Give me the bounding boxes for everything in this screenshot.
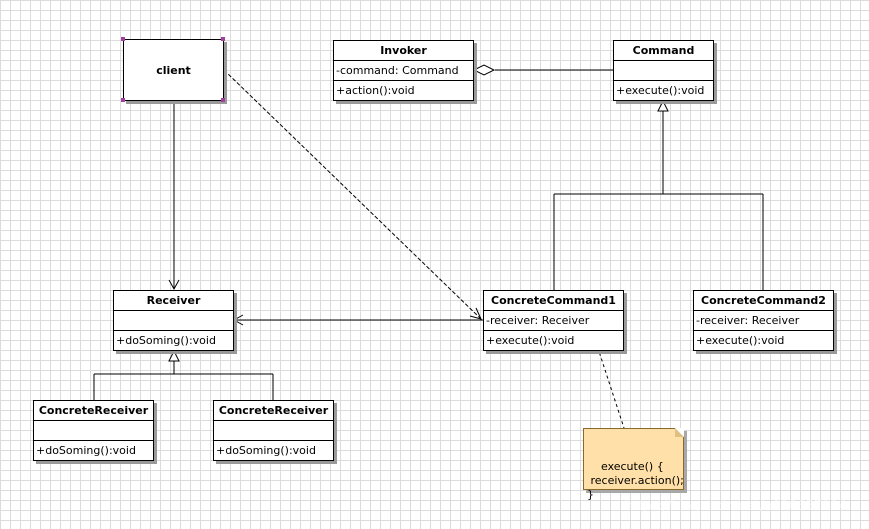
concrete-receiver-2-class[interactable]: ConcreteReceiver +doSoming():void — [213, 400, 334, 461]
note-folded-corner — [675, 428, 684, 437]
command-class-name: Command — [614, 41, 713, 61]
invoker-attribute: -command: Command — [334, 61, 473, 81]
note-anchor-line — [591, 329, 625, 429]
concrete-command-2-operation: +execute():void — [696, 334, 785, 347]
concrete-receiver-1-name: ConcreteReceiver — [34, 401, 153, 421]
client-receiver-arrowhead — [168, 279, 180, 291]
client-command1-arrowhead — [469, 307, 482, 320]
generalization-triangle-command — [657, 99, 669, 112]
receiver-class[interactable]: Receiver +doSoming():void — [113, 290, 234, 351]
receiver-class-name: Receiver — [114, 291, 233, 311]
generalization-triangle-receiver — [168, 349, 180, 362]
invoker-class-name: Invoker — [334, 41, 473, 61]
selection-handle-top-left[interactable] — [121, 37, 125, 41]
concrete-command-2-attribute: -receiver: Receiver — [694, 311, 833, 331]
concrete-receiver-1-operation: +doSoming():void — [36, 444, 136, 457]
receiver-attributes — [114, 311, 233, 331]
concrete-receiver-2-operation: +doSoming():void — [216, 444, 316, 457]
concrete-command-1-operation: +execute():void — [486, 334, 575, 347]
concrete-command-1-name: ConcreteCommand1 — [484, 291, 623, 311]
concrete-receiver-2-attributes — [214, 421, 333, 441]
concrete-command-2-name: ConcreteCommand2 — [694, 291, 833, 311]
concrete-receiver-1-class[interactable]: ConcreteReceiver +doSoming():void — [33, 400, 154, 461]
note-text: execute() { receiver.action(); } — [587, 460, 684, 501]
selection-handle-bottom-left[interactable] — [121, 98, 125, 102]
watermark: https://blog.csdn.net/u010657094 — [625, 499, 847, 514]
invoker-class[interactable]: Invoker -command: Command +action():void — [333, 40, 474, 101]
concrete-receiver-2-name: ConcreteReceiver — [214, 401, 333, 421]
concrete-receiver-1-attributes — [34, 421, 153, 441]
command-operation: +execute():void — [616, 84, 705, 97]
aggregation-diamond — [472, 64, 496, 76]
command1-receiver-arrowhead — [232, 314, 244, 326]
command-attributes — [614, 61, 713, 81]
selection-handle-top-right[interactable] — [221, 37, 225, 41]
client-command1-dependency — [223, 69, 481, 319]
command-class[interactable]: Command +execute():void — [613, 40, 714, 101]
invoker-operation: +action():void — [336, 84, 415, 97]
concrete-command-2-class[interactable]: ConcreteCommand2 -receiver: Receiver +ex… — [693, 290, 834, 351]
code-note[interactable]: execute() { receiver.action(); } — [583, 428, 684, 501]
client-label: client — [156, 63, 191, 77]
concrete-command-1-class[interactable]: ConcreteCommand1 -receiver: Receiver +ex… — [483, 290, 624, 351]
client-box[interactable]: client — [123, 39, 224, 101]
concrete-command-1-attribute: -receiver: Receiver — [484, 311, 623, 331]
selection-handle-bottom-right[interactable] — [221, 98, 225, 102]
receiver-operation: +doSoming():void — [116, 334, 216, 347]
